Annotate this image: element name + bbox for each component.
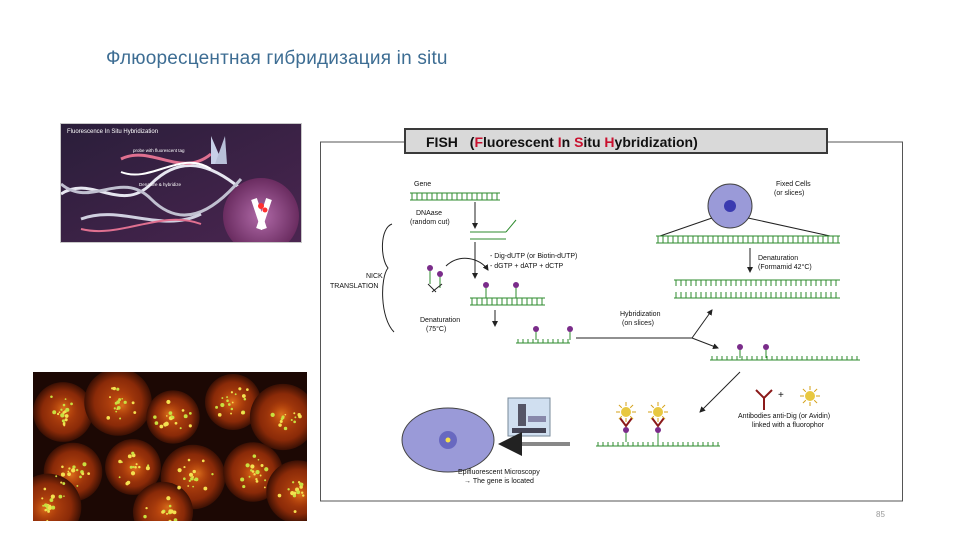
diagram-title-fish: FISH xyxy=(426,134,458,150)
nucleotides-label-1: - Dig-dUTP (or Biotin-dUTP) xyxy=(490,253,577,260)
thumbnail-probe-label: probe with fluorescent tag xyxy=(133,148,185,153)
fixed-cell-icon xyxy=(708,184,752,228)
denaturation-left-label-1: Denaturation xyxy=(420,317,460,324)
plus-sign: + xyxy=(778,390,784,401)
antibodies-label-2: linked with a fluorophor xyxy=(752,422,825,429)
located-gene-cell-icon xyxy=(402,408,494,472)
hybridization-label-2: (on slices) xyxy=(622,320,654,327)
gene-label: Gene xyxy=(414,181,431,188)
epifluorescent-label-2: → The gene is located xyxy=(464,478,534,485)
fixed-cells-label-2: (or slices) xyxy=(774,190,804,197)
dnase-label-1: DNAase xyxy=(416,210,442,217)
fluorophore-icon xyxy=(800,386,820,406)
denaturation-right-label-2: (Formamid 42°C) xyxy=(758,263,812,271)
slide-title: Флюоресцентная гибридизация in situ xyxy=(106,48,448,70)
fish-illustration-thumbnail: Fluorescence In Situ Hybridization probe… xyxy=(60,123,302,243)
nick-label-1: NICK xyxy=(366,273,383,280)
fixed-cells-label-1: Fixed Cells xyxy=(776,181,811,188)
epifluorescent-label-1: Epifluorescent Microscopy xyxy=(458,469,540,476)
antibodies-label-1: Antibodies anti-Dig (or Avidin) xyxy=(738,413,830,420)
fluorescence-micrograph xyxy=(33,372,307,521)
nucleotides-label-2: - dGTP + dATP + dCTP xyxy=(490,263,563,270)
fish-diagram: FISH (Fluorescent In Situ Hybridization)… xyxy=(320,128,904,502)
dnase-label-2: (random cut) xyxy=(410,219,450,226)
thumbnail-denature-label: Denature & hybridize xyxy=(139,182,182,187)
thumbnail-caption: Fluorescence In Situ Hybridization xyxy=(67,129,158,135)
hybridization-label-1: Hybridization xyxy=(620,311,661,318)
page-number: 85 xyxy=(876,510,885,519)
nick-label-2: TRANSLATION xyxy=(330,283,379,290)
microscope-icon xyxy=(508,398,550,436)
denaturation-right-label-1: Denaturation xyxy=(758,255,798,262)
denaturation-left-label-2: (75°C) xyxy=(426,325,446,333)
diagram-title-banner: FISH (Fluorescent In Situ Hybridization) xyxy=(404,128,828,154)
